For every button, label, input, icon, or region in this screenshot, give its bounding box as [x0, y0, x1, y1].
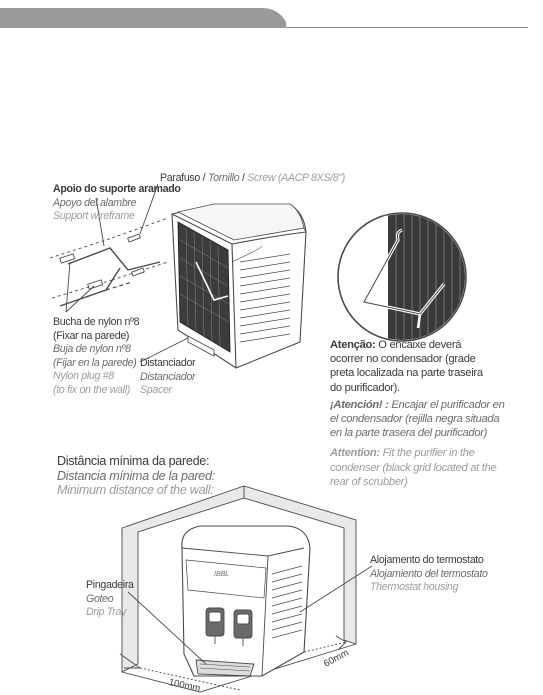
attention-block: Atenção: O encaixe deverá ocorrer no con…	[330, 338, 535, 489]
attention-es-body2: el condensador (rejilla negra situada	[330, 413, 500, 426]
attention-en-body1: Fit the purifier in the	[379, 447, 475, 460]
screw-bottom	[131, 267, 145, 277]
attention-pt-body3: preta localizada na parte traseira	[330, 367, 483, 380]
thermostat-label-pt: Alojamento do termostato	[370, 554, 484, 566]
wall-mount-illustration	[49, 183, 307, 369]
attention-es-body1: Encajar el purificador en	[388, 398, 505, 411]
nylon-plug-bottom	[87, 279, 104, 290]
attention-pt-body4: do purificador).	[330, 381, 400, 394]
spacer-label-es: Distanciador	[140, 370, 196, 383]
dim-line-side	[303, 641, 347, 653]
attention-en-body3: rear of scrubber)	[330, 475, 408, 488]
attention-es: ¡Atención! : Encajar el purificador en e…	[330, 398, 535, 441]
distance-title-en: Minimum distance of the wall:	[57, 483, 214, 497]
spacer-label-en: Spacer	[140, 384, 172, 396]
thermostat-label-en: Thermostat housing	[370, 581, 459, 593]
brand-mark: IBBL	[214, 571, 230, 578]
attention-pt-body1: O encaixe deverá	[375, 339, 462, 351]
drip-label-en: Drip Tray	[86, 606, 127, 618]
support-label-en: Support wireframe	[53, 210, 135, 222]
spacer	[187, 335, 215, 357]
attention-en-head: Attention:	[330, 447, 380, 460]
attention-en-body2: condenser (black grid located at the	[330, 461, 497, 474]
distance-title-group: Distância mínima da parede: Distancia mí…	[57, 454, 215, 498]
screw-label-sep1: /	[200, 172, 208, 184]
support-label-pt: Apoio do suporte aramado	[53, 183, 181, 195]
nylon-label-pt2: (Fixar na parede)	[53, 329, 130, 342]
distance-title-es: Distancia mínima de la pared:	[57, 468, 215, 483]
thermostat-label-group: Alojamento do termostato Alojamiento del…	[370, 554, 488, 595]
header-tab	[0, 8, 286, 28]
drip-label-pt: Pingadeira	[86, 579, 134, 591]
thermostat-label-es: Alojamiento del termostato	[370, 567, 488, 580]
back-wall	[243, 485, 357, 645]
attention-pt-head: Atenção:	[330, 339, 376, 351]
screw-label-sep2: /	[239, 172, 248, 184]
attention-pt: Atenção: O encaixe deverá ocorrer no con…	[330, 338, 535, 395]
screw-label-en: Screw (AACP 8XS/8")	[247, 172, 346, 184]
nylon-label-pt1: Bucha de nylon nº8	[53, 316, 140, 328]
dim-line-front	[139, 667, 241, 691]
spacer-label-group: Distanciador Distanciador Spacer	[140, 357, 196, 398]
screw-label-es: Tornillo	[207, 172, 240, 184]
screw-label: Parafuso / Tornillo / Screw (AACP 8XS/8"…	[160, 172, 345, 186]
nylon-label-group: Bucha de nylon nº8 (Fixar na parede) Buj…	[53, 316, 140, 397]
attention-en: Attention: Fit the purifier in the conde…	[330, 446, 535, 489]
nylon-label-en2: (to fix on the wall)	[53, 383, 131, 396]
drip-label-group: Pingadeira Goteo Drip Tray	[86, 579, 134, 620]
spacer-label-pt: Distanciador	[140, 357, 196, 369]
distance-title-pt: Distância mínima da parede:	[57, 454, 210, 468]
support-label-group: Apoio do suporte aramado Apoyo del alamb…	[53, 183, 181, 224]
drip-label-es: Goteo	[86, 592, 114, 605]
faucets	[205, 607, 253, 646]
screw-label-pt: Parafuso	[160, 172, 201, 184]
nylon-label-es2: (Fijar en la parede)	[53, 356, 137, 369]
wall-distance-illustration	[119, 485, 373, 693]
side-vents	[231, 245, 291, 343]
condenser-grid	[177, 221, 231, 353]
attention-es-head: ¡Atención! :	[330, 398, 389, 411]
nylon-label-es1: Buja de nylon nº8	[53, 343, 131, 355]
detail-circle-illustration	[337, 212, 467, 342]
nylon-plug-top	[59, 253, 76, 264]
wire-frame	[67, 247, 161, 271]
support-label-es: Apoyo del alambre	[53, 196, 137, 209]
screw-top	[127, 233, 141, 243]
nylon-label-en1: Nylon plug #8	[53, 370, 114, 382]
drip-tray	[195, 659, 255, 677]
attention-pt-body2: ocorrer no condensador (grade	[330, 353, 476, 366]
attention-es-body3: en la parte trasera del purificador)	[330, 427, 488, 440]
